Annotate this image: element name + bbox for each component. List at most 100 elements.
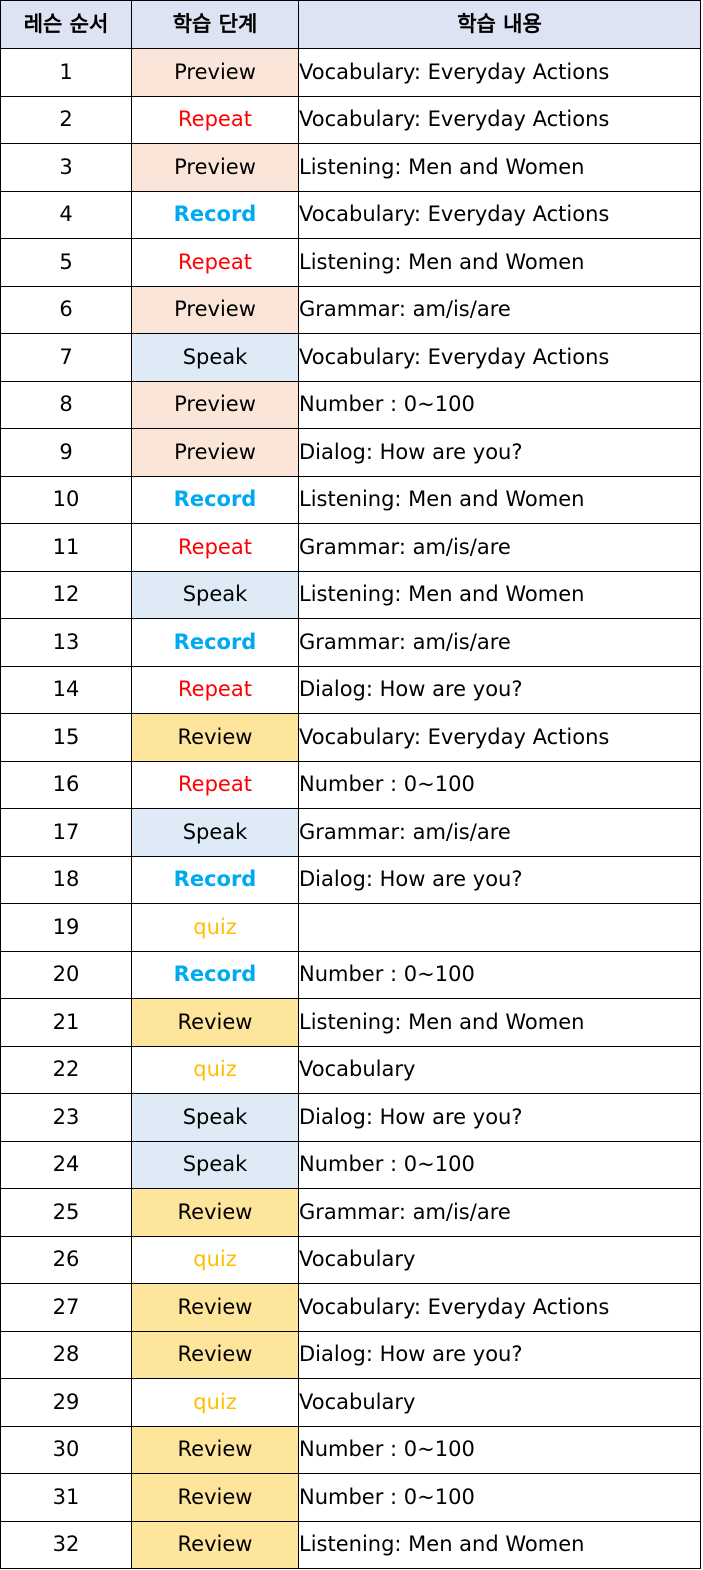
lesson-order-cell: 5 [0, 238, 132, 287]
learning-stage-cell: Speak [131, 1140, 299, 1189]
header-lesson-order: 레슨 순서 [0, 0, 132, 49]
learning-content-cell: Grammar: am/is/are [298, 523, 701, 572]
lesson-order-cell: 6 [0, 285, 132, 334]
lesson-order-cell: 30 [0, 1425, 132, 1474]
learning-stage-cell: Preview [131, 428, 299, 477]
learning-stage-cell: Record [131, 950, 299, 999]
lesson-order-cell: 19 [0, 903, 132, 952]
lesson-order-cell: 32 [0, 1520, 132, 1569]
lesson-order-cell: 2 [0, 95, 132, 144]
learning-content-cell: Listening: Men and Women [298, 143, 701, 192]
learning-stage-cell: Preview [131, 380, 299, 429]
learning-stage-cell: Preview [131, 143, 299, 192]
lesson-order-cell: 27 [0, 1283, 132, 1332]
learning-stage-cell: Repeat [131, 523, 299, 572]
learning-content-cell: Number : 0~100 [298, 1140, 701, 1189]
learning-stage-cell: quiz [131, 903, 299, 952]
learning-content-cell: Listening: Men and Women [298, 1520, 701, 1569]
lesson-order-cell: 4 [0, 190, 132, 239]
learning-content-cell: Grammar: am/is/are [298, 618, 701, 667]
learning-content-cell: Number : 0~100 [298, 380, 701, 429]
learning-content-cell: Number : 0~100 [298, 760, 701, 809]
lesson-order-cell: 28 [0, 1330, 132, 1379]
learning-content-cell: Vocabulary: Everyday Actions [298, 713, 701, 762]
learning-stage-cell: quiz [131, 1235, 299, 1284]
learning-content-cell: Dialog: How are you? [298, 428, 701, 477]
learning-stage-cell: Speak [131, 1093, 299, 1142]
learning-content-cell: Dialog: How are you? [298, 1330, 701, 1379]
learning-stage-cell: Review [131, 1330, 299, 1379]
learning-stage-cell: Review [131, 713, 299, 762]
lesson-order-cell: 11 [0, 523, 132, 572]
learning-content-cell [298, 903, 701, 952]
lesson-order-cell: 7 [0, 333, 132, 382]
learning-stage-cell: Speak [131, 570, 299, 619]
lesson-order-cell: 24 [0, 1140, 132, 1189]
lesson-order-cell: 18 [0, 855, 132, 904]
learning-content-cell: Listening: Men and Women [298, 570, 701, 619]
learning-stage-cell: Speak [131, 808, 299, 857]
learning-stage-cell: quiz [131, 1378, 299, 1427]
learning-content-cell: Number : 0~100 [298, 950, 701, 999]
learning-stage-cell: Speak [131, 333, 299, 382]
learning-stage-cell: Review [131, 1188, 299, 1237]
learning-content-cell: Vocabulary [298, 1235, 701, 1284]
learning-content-cell: Grammar: am/is/are [298, 285, 701, 334]
lesson-order-cell: 9 [0, 428, 132, 477]
header-learning-stage: 학습 단계 [131, 0, 299, 49]
learning-stage-cell: Review [131, 1473, 299, 1522]
learning-content-cell: Listening: Men and Women [298, 238, 701, 287]
table-header: 레슨 순서 학습 단계 학습 내용 [0, 0, 701, 49]
learning-content-cell: Vocabulary: Everyday Actions [298, 48, 701, 97]
lesson-order-cell: 16 [0, 760, 132, 809]
lesson-order-cell: 29 [0, 1378, 132, 1427]
lesson-order-cell: 8 [0, 380, 132, 429]
learning-stage-cell: Repeat [131, 665, 299, 714]
lesson-order-cell: 26 [0, 1235, 132, 1284]
learning-content-cell: Vocabulary [298, 1045, 701, 1094]
header-row: 레슨 순서 학습 단계 학습 내용 [0, 0, 701, 49]
header-learning-content: 학습 내용 [298, 0, 701, 49]
lesson-order-cell: 22 [0, 1045, 132, 1094]
learning-content-cell: Grammar: am/is/are [298, 1188, 701, 1237]
lesson-order-cell: 12 [0, 570, 132, 619]
lesson-order-cell: 14 [0, 665, 132, 714]
learning-stage-cell: Review [131, 1425, 299, 1474]
learning-content-cell: Grammar: am/is/are [298, 808, 701, 857]
learning-stage-cell: Preview [131, 285, 299, 334]
lesson-order-cell: 15 [0, 713, 132, 762]
learning-stage-cell: Review [131, 1520, 299, 1569]
learning-stage-cell: quiz [131, 1045, 299, 1094]
lesson-order-cell: 25 [0, 1188, 132, 1237]
lesson-order-cell: 23 [0, 1093, 132, 1142]
learning-stage-cell: Review [131, 998, 299, 1047]
lesson-order-cell: 10 [0, 475, 132, 524]
lesson-order-cell: 17 [0, 808, 132, 857]
learning-stage-cell: Record [131, 618, 299, 667]
learning-stage-cell: Repeat [131, 238, 299, 287]
